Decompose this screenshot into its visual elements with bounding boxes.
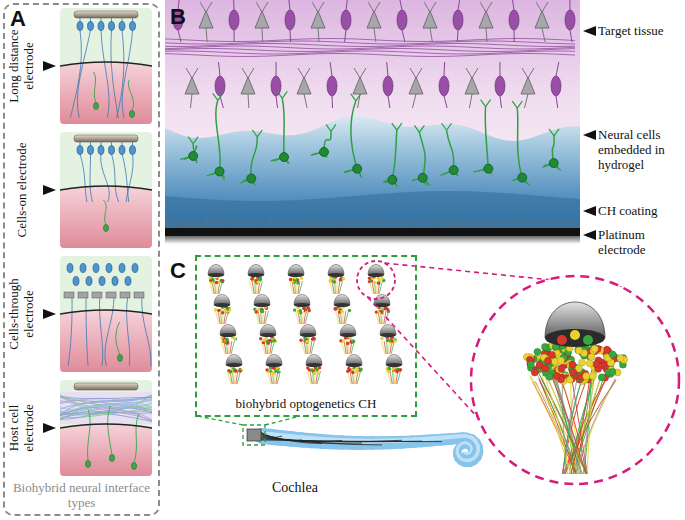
interface-tile <box>60 132 152 248</box>
panel-letter: C <box>170 258 186 284</box>
layer-label: Neural cells embedded in hydrogel <box>598 128 682 173</box>
interface-tile <box>60 8 152 124</box>
interface-cross-section <box>165 0 596 244</box>
interface-tiles <box>43 8 152 476</box>
cell-array-box: biohybrid optogenetics CH <box>195 255 417 417</box>
pointer-arrow <box>43 423 56 433</box>
pointer-arrow <box>583 130 596 140</box>
panel-letter: A <box>10 6 26 32</box>
box-caption: Biohybrid neural interface types <box>9 481 154 511</box>
organ-label: Cochlea <box>272 480 318 496</box>
interface-type-label: Cells-on electrode <box>15 142 30 238</box>
interface-type-label: Long distance electrode <box>7 18 37 114</box>
cochlear-implant <box>197 261 679 484</box>
layer-label: CH coating <box>598 204 682 219</box>
interface-type-label: Host cell electrode <box>7 380 37 476</box>
pointer-arrow <box>43 61 56 71</box>
pointer-arrow <box>43 185 56 195</box>
box-caption: biohybrid optogenetics CH <box>236 397 377 412</box>
interface-type-label: Cells-through electrode <box>7 266 37 362</box>
pointer-arrow <box>583 206 596 216</box>
layer-label: Target tissue <box>598 24 682 39</box>
interface-tile <box>60 380 152 476</box>
layer-label: Platinum electrode <box>598 228 682 258</box>
pointer-arrow <box>583 26 596 36</box>
panel-letter: B <box>170 4 186 30</box>
pointer-arrow <box>43 309 56 319</box>
interface-tile <box>60 256 152 372</box>
pointer-arrow <box>583 230 596 240</box>
